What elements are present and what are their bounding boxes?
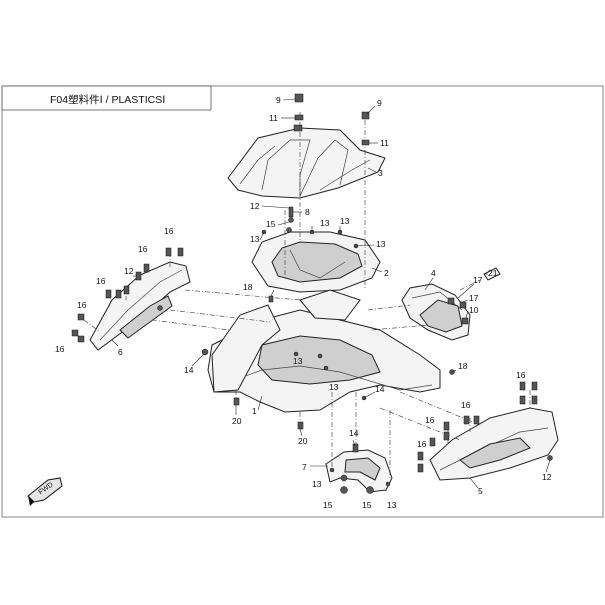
part-center-bracket: [325, 449, 393, 493]
callout-16-left-b: 16: [138, 244, 148, 254]
part-main-body: [207, 289, 441, 413]
callout-8: 8: [305, 207, 310, 217]
callout-13-h: 13: [387, 500, 397, 510]
callout-13-b: 13: [320, 218, 330, 228]
callout-11-left: 11: [269, 113, 278, 123]
callout-12-right: 12: [542, 472, 552, 482]
part-right-side-panel: [401, 283, 471, 341]
callout-15-bottom-left: 15: [323, 500, 333, 510]
callout-6: 6: [118, 347, 123, 357]
callout-3: 3: [378, 168, 383, 178]
callout-numbers: 9 9 11 11 3 12 8 15 13 13 13 13 2 4 17 1…: [55, 95, 552, 510]
callout-20-center: 20: [298, 436, 308, 446]
callout-14-left: 14: [184, 365, 194, 375]
callout-9-top-left: 9: [276, 95, 281, 105]
diagram-border: [1, 85, 604, 518]
callout-18-left: 18: [243, 282, 253, 292]
callout-16-right-d: 16: [417, 439, 427, 449]
callout-11-right: 11: [380, 138, 389, 148]
part-top-cover: [227, 127, 386, 199]
diagram-title: F04塑料件Ⅰ / PLASTICSⅠ: [50, 93, 165, 106]
callout-16-right-c: 16: [425, 415, 435, 425]
callout-12-upper: 12: [250, 201, 260, 211]
part-right-fender: [429, 407, 559, 481]
callout-16-left-a: 16: [164, 226, 174, 236]
leader-lines: [111, 98, 551, 489]
callout-15-upper: 15: [266, 219, 276, 229]
callout-16-left-d: 16: [77, 300, 87, 310]
callout-16-right-a: 16: [516, 370, 526, 380]
callout-1: 1: [252, 406, 257, 416]
callout-13-c: 13: [340, 216, 350, 226]
callout-16-right-b: 16: [461, 400, 471, 410]
alignment-lines: [83, 112, 531, 480]
part-clip-21: [483, 267, 501, 281]
callout-9-top-right: 9: [377, 98, 382, 108]
callout-17-upper: 17: [473, 275, 483, 285]
callout-10: 10: [469, 305, 479, 315]
callout-14-center: 14: [349, 428, 359, 438]
forward-direction-arrow: FWD: [27, 477, 63, 506]
callout-17-lower: 17: [469, 293, 479, 303]
callout-13-a: 13: [250, 234, 260, 244]
callout-7: 7: [302, 462, 307, 472]
callout-2: 2: [384, 268, 389, 278]
callout-18-right: 18: [458, 361, 468, 371]
callout-13-e: 13: [293, 356, 303, 366]
callout-21: 21: [488, 268, 498, 278]
callout-13-d: 13: [376, 239, 386, 249]
callout-13-g: 13: [312, 479, 322, 489]
callout-16-left-e: 16: [55, 344, 65, 354]
title-box: [1, 85, 212, 111]
part-storage-tray: [251, 231, 381, 293]
callout-12-left: 12: [124, 266, 134, 276]
callout-14-right: 14: [375, 384, 385, 394]
callout-15-bottom-right: 15: [362, 500, 372, 510]
callout-13-f: 13: [329, 382, 339, 392]
callout-5: 5: [478, 486, 483, 496]
fasteners: [71, 93, 553, 494]
callout-20-left: 20: [232, 416, 242, 426]
callout-16-left-c: 16: [96, 276, 106, 286]
callout-4: 4: [431, 268, 436, 278]
